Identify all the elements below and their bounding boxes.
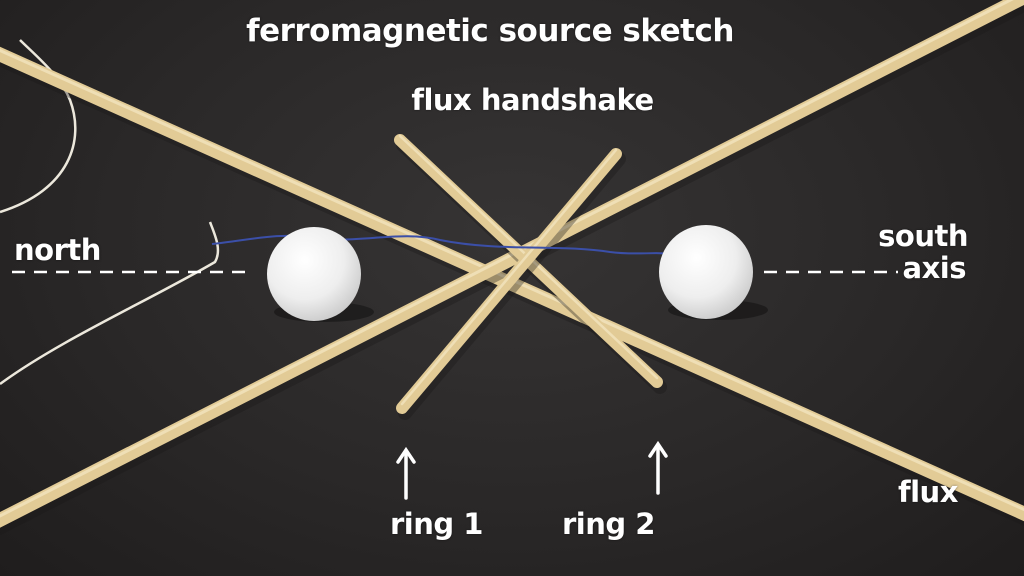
south-label: south	[878, 219, 968, 253]
dowel-long-ascending	[0, 0, 1024, 528]
white-thread-lower	[0, 221, 220, 386]
arrow-ring-2	[648, 440, 668, 495]
white-thread	[0, 39, 77, 214]
subtitle-label: flux handshake	[411, 83, 654, 117]
axis-label: axis	[902, 251, 967, 285]
sphere-north	[267, 227, 374, 322]
ring-2-label: ring 2	[562, 507, 655, 541]
ring-1-label: ring 1	[390, 507, 483, 541]
sphere-south	[659, 225, 768, 320]
flux-label: flux	[898, 475, 958, 509]
arrow-ring-1	[396, 446, 416, 500]
dowel-short-ring-2	[396, 148, 626, 420]
north-label: north	[14, 233, 101, 267]
title-label: ferromagnetic source sketch	[246, 13, 734, 49]
